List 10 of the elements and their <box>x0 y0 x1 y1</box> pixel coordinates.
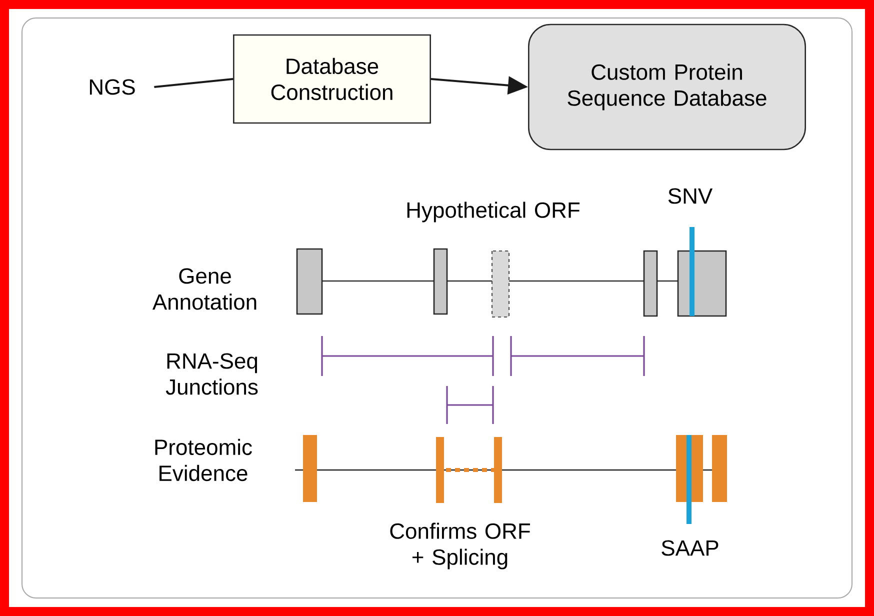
track-label: Gene Annotation <box>152 268 256 310</box>
track-label: Proteomic Evidence <box>155 438 252 482</box>
source-label: NGS <box>90 79 135 95</box>
process-box: Database Construction <box>233 34 431 124</box>
annotation-label: SAAP <box>662 540 718 556</box>
annotation-label: Hypothetical ORF <box>407 202 580 222</box>
annotation-label: Confirms ORF + Splicing <box>390 522 530 570</box>
annotation-label: SNV <box>668 188 713 204</box>
database-box: Custom Protein Sequence Database <box>528 24 806 150</box>
track-label: RNA-Seq Junctions <box>166 353 258 395</box>
